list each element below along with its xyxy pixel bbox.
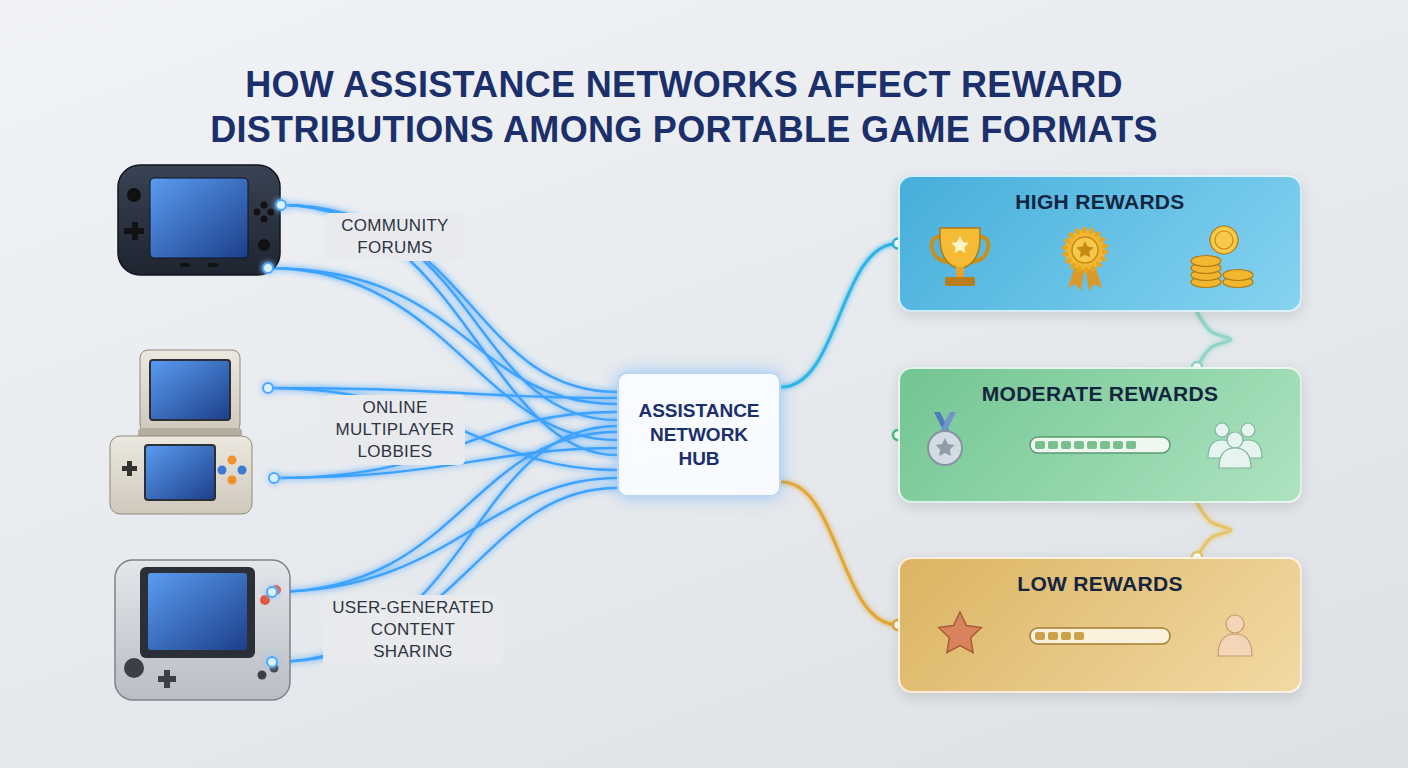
rosette-icon [1065,230,1105,291]
diagram-title: HOW ASSISTANCE NETWORKS AFFECT REWARD DI… [134,62,1234,152]
silver-medal-icon [928,412,962,465]
connector [781,482,898,625]
person-icon [1218,615,1252,656]
group-icon [1208,423,1262,468]
node-text: HIGH REWARDS [916,189,1284,215]
progress-bar [1030,628,1170,644]
reward-panel: MODERATE REWARDS [898,367,1302,503]
dual-screen-console [110,350,252,514]
connector [781,244,898,388]
group-label: USER-GENERATED CONTENT SHARING [323,595,503,665]
port-dots [263,200,286,667]
node-text: ASSISTANCE NETWORK HUB [629,399,769,471]
reward-panel: HIGH REWARDS [898,175,1302,312]
label-holder: COMMUNITY FORUMS [325,213,465,261]
connector [781,434,898,437]
label-holder: USER-GENERATED CONTENT SHARING [323,595,503,665]
star-icon [939,612,982,653]
retro-handheld [115,560,290,700]
label-holder: ONLINE MULTIPLAYER LOBBIES [325,395,465,465]
reward-panel: LOW REWARDS [898,557,1302,693]
trophy-icon [932,228,989,286]
hub-box: ASSISTANCE NETWORK HUB [617,372,781,497]
node-text: MODERATE REWARDS [916,381,1284,407]
node-text: LOW REWARDS [916,571,1284,597]
connector [1197,503,1231,557]
progress-bar [1030,437,1170,453]
handheld-console [118,165,280,275]
connector [1197,312,1231,367]
title-holder: HOW ASSISTANCE NETWORKS AFFECT REWARD DI… [134,62,1234,152]
group-label: COMMUNITY FORUMS [325,213,465,261]
network-wires [268,205,617,662]
group-label: ONLINE MULTIPLAYER LOBBIES [325,395,465,465]
coins-icon [1191,226,1253,288]
